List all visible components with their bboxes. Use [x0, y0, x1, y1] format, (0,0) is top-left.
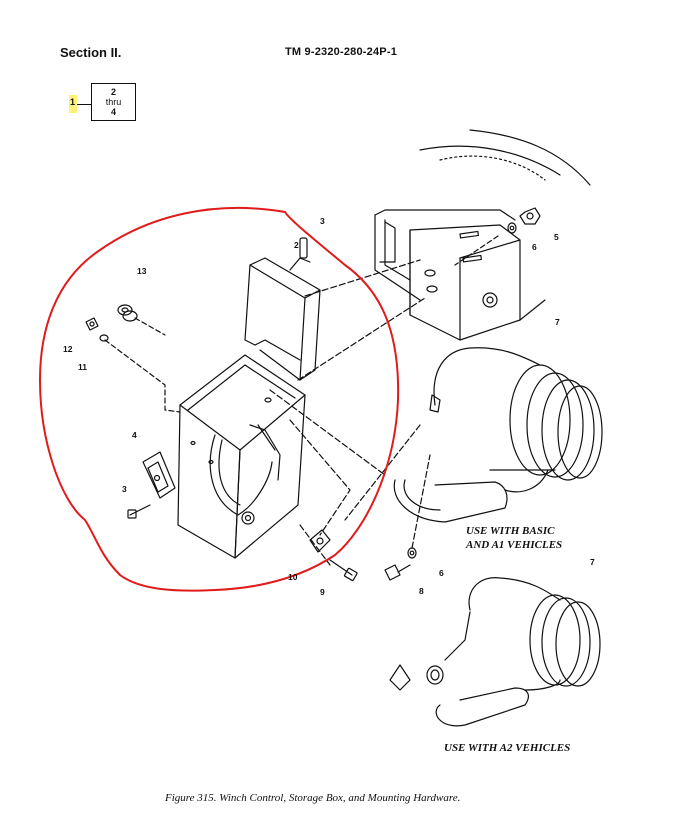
caption-a2: USE WITH A2 VEHICLES: [444, 742, 571, 754]
callout-4: 4: [132, 430, 137, 440]
storage-box-lid: [244, 237, 321, 381]
reference-top: 2: [110, 87, 116, 97]
callout-13: 13: [137, 266, 147, 276]
callout-5: 5: [554, 232, 559, 242]
caption-basic-a1: USE WITH BASIC AND A1 VEHICLES: [466, 524, 562, 552]
callout-12: 12: [63, 344, 73, 354]
callout-8: 8: [419, 586, 424, 596]
reference-leader-line: [77, 104, 91, 105]
callout-6-bottom: 6: [439, 568, 444, 578]
section-heading: Section II.: [60, 45, 122, 60]
caption-basic-line1: USE WITH BASIC: [466, 525, 555, 537]
callout-10: 10: [288, 572, 298, 582]
callout-2: 2: [294, 240, 299, 250]
tm-number: TM 9-2320-280-24P-1: [285, 46, 398, 58]
hardware-left: [85, 304, 181, 413]
winch-control-a2: [389, 577, 601, 727]
callout-3-left: 3: [122, 484, 127, 494]
callout-6-top: 6: [532, 242, 537, 252]
callout-7-top: 7: [555, 317, 560, 327]
highlighted-item-number: 1: [69, 95, 77, 113]
callout-9: 9: [320, 587, 325, 597]
nut-washer-upper: [454, 207, 541, 266]
figure-caption: Figure 315. Winch Control, Storage Box, …: [165, 792, 461, 804]
storage-box-body: [177, 354, 306, 559]
reference-item-label: 1: [70, 97, 76, 107]
caption-basic-line2: AND A1 VEHICLES: [466, 539, 563, 551]
callout-11: 11: [78, 362, 87, 372]
hardware-bottom: [309, 529, 417, 582]
callout-3-top: 3: [320, 216, 325, 226]
vehicle-frame: [374, 129, 591, 341]
mounting-bracket: [127, 451, 176, 519]
reference-bottom: 4: [110, 107, 116, 117]
red-markup-circle: [39, 206, 400, 592]
reference-box: 2 thru 4: [91, 83, 136, 121]
reference-middle: thru: [105, 97, 122, 107]
winch-control-basic: [393, 347, 603, 523]
leader-lines: [269, 259, 431, 566]
callout-7-bottom: 7: [590, 557, 595, 567]
